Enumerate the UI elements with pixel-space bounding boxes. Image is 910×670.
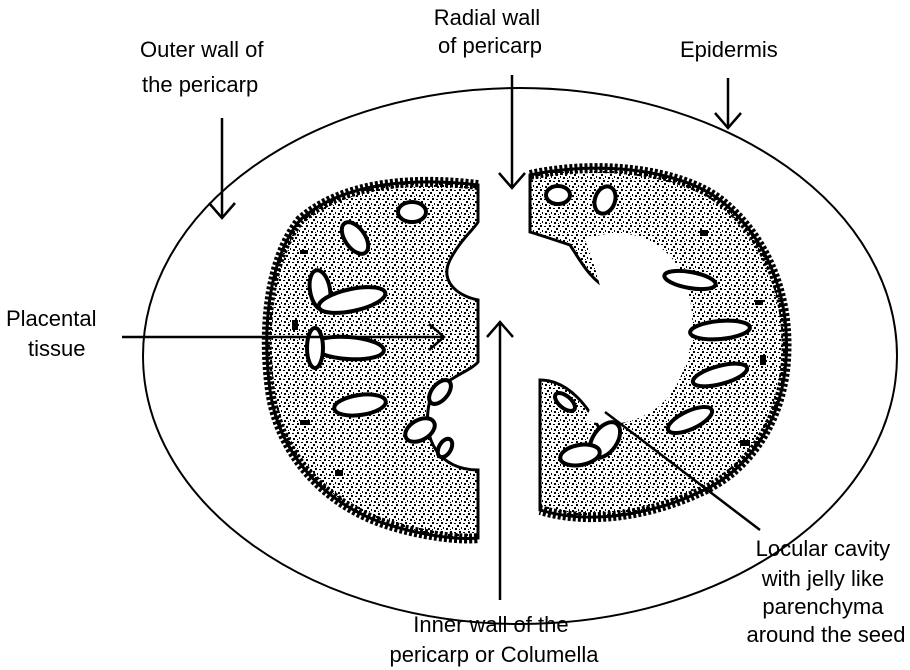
radial-wall-label: Radial wall of pericarp	[434, 5, 547, 58]
left-half-section	[267, 182, 478, 539]
epidermis-label: Epidermis	[680, 37, 778, 62]
placental-tissue-label: Placental tissue	[6, 306, 103, 361]
columella-arrow	[487, 322, 513, 600]
locular-cavity-label: Locular cavity with jelly like parenchym…	[746, 536, 905, 647]
outer-wall-label: Outer wall of the pericarp	[140, 37, 270, 97]
inner-wall-label: Inner wall of the pericarp or Columella	[389, 612, 599, 667]
outer-wall-arrow	[209, 118, 235, 218]
radial-wall-arrow	[499, 75, 525, 188]
epidermis-arrow	[715, 78, 741, 128]
right-half-section	[530, 168, 786, 517]
